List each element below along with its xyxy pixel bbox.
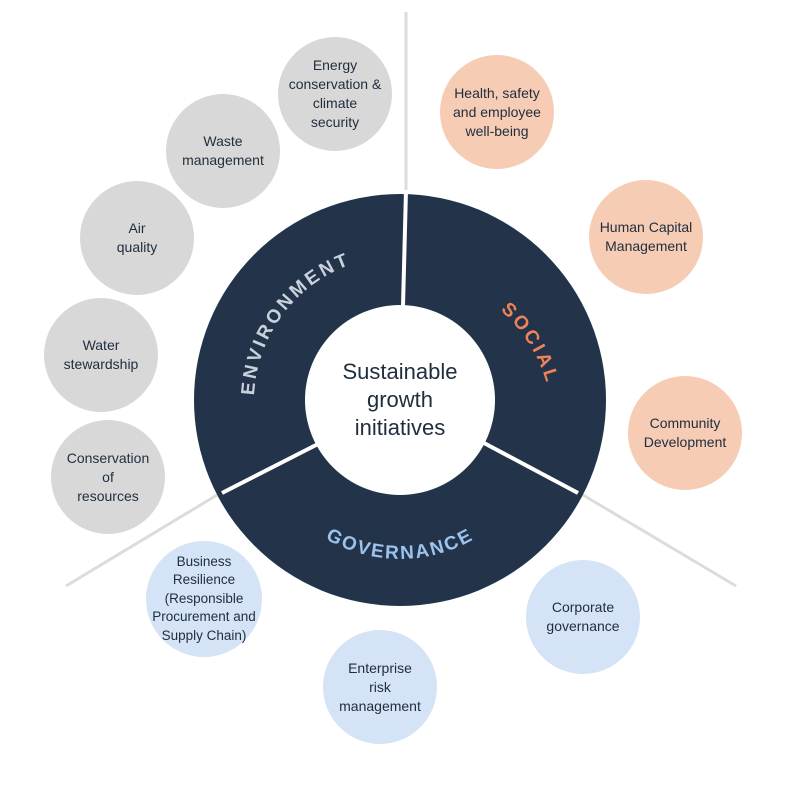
ring-divider-top [401, 189, 408, 307]
divider-right [577, 490, 737, 588]
center-title: Sustainable growth initiatives [342, 359, 458, 440]
environment-item-air: Air quality [80, 181, 194, 295]
environment-item-water: Water stewardship [44, 298, 158, 412]
governance-item-corporate: Corporate governance [526, 560, 640, 674]
divider-left [65, 490, 223, 588]
environment-item-resources: Conservation of resources [51, 420, 165, 534]
ring-divider-right [483, 441, 579, 495]
environment-item-waste: Waste management [166, 94, 280, 208]
environment-item-energy: Energy conservation & climate security [278, 37, 392, 151]
governance-item-risk: Enterprise risk management [323, 630, 437, 744]
social-item-health: Health, safety and employee well-being [440, 55, 554, 169]
social-item-human-capital: Human Capital Management [589, 180, 703, 294]
social-item-community: Community Development [628, 376, 742, 490]
ring-divider-left [221, 442, 319, 495]
center-circle [305, 305, 495, 495]
governance-item-resilience: Business Resilience (Responsible Procure… [146, 541, 262, 657]
